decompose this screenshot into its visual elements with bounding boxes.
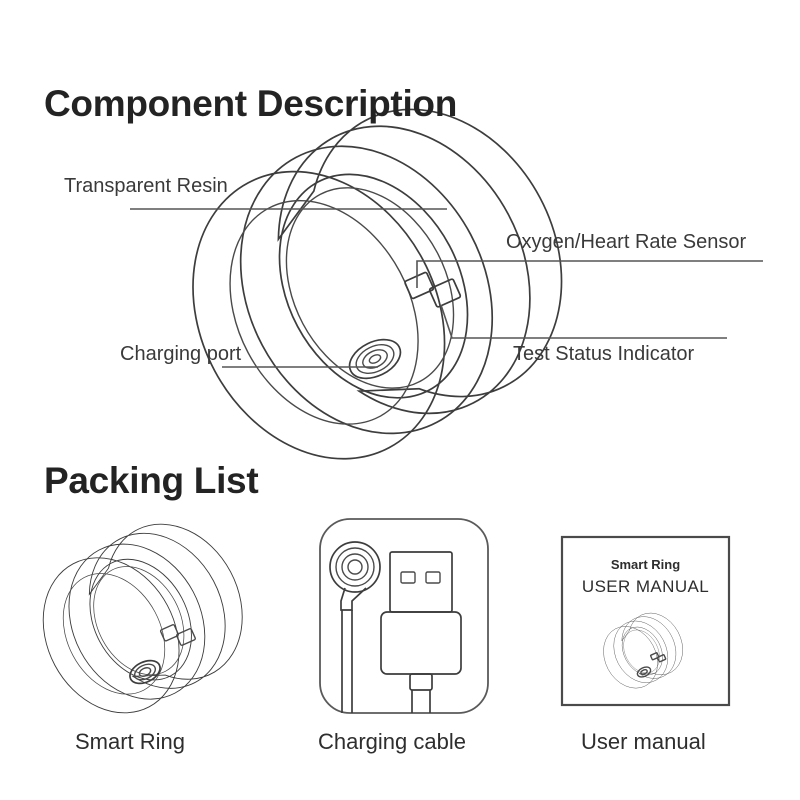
sensor-contacts-group — [404, 271, 462, 308]
packing-caption-charging-cable: Charging cable — [318, 729, 466, 754]
ring-front-rim — [239, 145, 494, 435]
usb-a-plug — [380, 551, 462, 713]
manual-cover-title: Smart Ring — [610, 557, 681, 572]
main-ring-illustration — [192, 108, 563, 460]
packing-caption-user-manual: User manual — [581, 729, 706, 754]
manual-cover-subtitle: USER MANUAL — [581, 577, 710, 596]
callout-label-charging-port: Charging port — [120, 343, 242, 365]
page-title-packing-list: Packing List — [44, 459, 259, 501]
manual-ring-sensors — [650, 652, 667, 663]
manual-ring-port — [636, 666, 652, 678]
leader-test-status — [440, 304, 727, 339]
sensor-contact-right — [428, 278, 462, 308]
packing-caption-smart-ring: Smart Ring — [75, 729, 186, 754]
ring-back-bore — [229, 199, 419, 425]
cable-box-frame — [319, 518, 489, 714]
packing-ring-sensors — [159, 624, 196, 646]
packing-ring-illustration — [42, 523, 243, 714]
magnetic-charger — [329, 541, 381, 713]
ring-inner-channel — [285, 187, 455, 389]
callout-label-test-status-indicator: Test Status Indicator — [513, 343, 695, 365]
charging-port-group — [348, 338, 402, 380]
page-title-component-description: Component Description — [44, 82, 458, 124]
ring-front-bore — [278, 173, 469, 399]
charging-cable-illustration — [319, 518, 489, 714]
leader-oxygen-sensor — [416, 260, 763, 288]
callout-label-oxygen-heart-rate-sensor: Oxygen/Heart Rate Sensor — [506, 231, 747, 253]
sensor-contact-left — [404, 271, 435, 300]
packing-ring-port — [129, 659, 161, 685]
callout-label-transparent-resin: Transparent Resin — [64, 175, 228, 197]
